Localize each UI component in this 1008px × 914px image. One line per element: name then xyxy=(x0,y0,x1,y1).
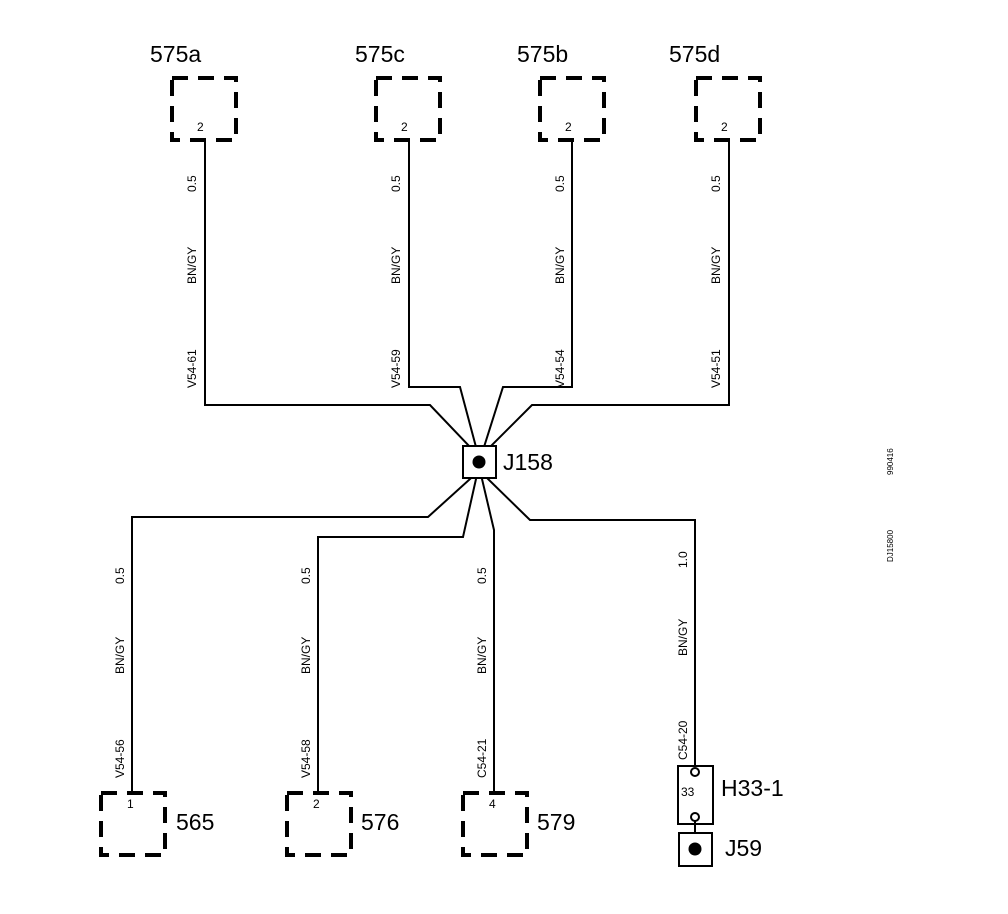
pin-number-575c: 2 xyxy=(401,120,408,134)
component-575b: 575b 2 0.5 BN/GY V54-54 xyxy=(517,41,606,388)
wire-size-576: 0.5 xyxy=(299,567,313,584)
component-575d: 575d 2 0.5 BN/GY V54-51 xyxy=(669,41,762,388)
wire-color-576: BN/GY xyxy=(299,637,313,674)
wire-circuit-579: C54-21 xyxy=(475,738,489,778)
wire-color-575d: BN/GY xyxy=(709,247,723,284)
connector-box-575d xyxy=(694,76,762,142)
wire-j158-to-576 xyxy=(317,477,478,796)
component-575c: 575c 2 0.5 BN/GY V54-59 xyxy=(355,41,442,388)
wire-size-575d: 0.5 xyxy=(709,175,723,192)
ground-label-j59: J59 xyxy=(725,835,762,861)
pin-number-575a: 2 xyxy=(197,120,204,134)
wire-size-575a: 0.5 xyxy=(185,175,199,192)
connector-pin-bottom-h33-1 xyxy=(690,812,700,822)
pin-number-576: 2 xyxy=(313,797,320,811)
wire-color-579: BN/GY xyxy=(475,637,489,674)
wire-j158-to-565 xyxy=(131,477,472,796)
component-576: 2 576 0.5 BN/GY V54-58 xyxy=(285,567,399,857)
wire-575b-to-j158 xyxy=(482,139,573,449)
splice-label-j158: J158 xyxy=(503,449,553,475)
wire-575c-to-j158 xyxy=(408,139,478,449)
component-label-565: 565 xyxy=(176,809,214,835)
wire-color-575c: BN/GY xyxy=(389,247,403,284)
wire-color-h33: BN/GY xyxy=(676,619,690,656)
connector-box-565 xyxy=(99,791,167,857)
wire-circuit-575b: V54-54 xyxy=(553,349,567,388)
connector-box-576 xyxy=(285,791,353,857)
connector-pin-top-h33-1 xyxy=(690,767,700,777)
connector-box-575c xyxy=(374,76,442,142)
wire-circuit-h33: C54-20 xyxy=(676,720,690,760)
wire-size-575b: 0.5 xyxy=(553,175,567,192)
pin-number-h33-1: 33 xyxy=(681,785,695,799)
wire-j158-to-h33 xyxy=(486,477,696,766)
ground-branch: 1.0 BN/GY C54-20 33 H33-1 J59 xyxy=(676,551,784,867)
wire-575a-to-j158 xyxy=(204,139,472,449)
wire-circuit-576: V54-58 xyxy=(299,739,313,778)
component-579: 4 579 0.5 BN/GY C54-21 xyxy=(461,567,575,857)
ground-dot-j59 xyxy=(688,842,702,856)
wire-size-575c: 0.5 xyxy=(389,175,403,192)
connector-box-579 xyxy=(461,791,529,857)
component-label-575a: 575a xyxy=(150,41,201,67)
side-code-1: 990416 xyxy=(886,448,895,475)
component-label-575c: 575c xyxy=(355,41,405,67)
wire-color-575b: BN/GY xyxy=(553,247,567,284)
splice-j158: J158 xyxy=(462,445,553,479)
splice-dot-j158 xyxy=(472,455,486,469)
wire-circuit-565: V54-56 xyxy=(113,739,127,778)
component-label-575b: 575b xyxy=(517,41,568,67)
connector-label-h33-1: H33-1 xyxy=(721,775,784,801)
wire-j158-to-579 xyxy=(480,477,495,796)
wire-size-565: 0.5 xyxy=(113,567,127,584)
pin-number-579: 4 xyxy=(489,797,496,811)
wire-575d-to-j158 xyxy=(488,139,730,449)
wire-color-565: BN/GY xyxy=(113,637,127,674)
component-label-576: 576 xyxy=(361,809,399,835)
wire-color-575a: BN/GY xyxy=(185,247,199,284)
pin-number-575b: 2 xyxy=(565,120,572,134)
wire-size-h33: 1.0 xyxy=(676,551,690,568)
component-label-579: 579 xyxy=(537,809,575,835)
wire-circuit-575d: V54-51 xyxy=(709,349,723,388)
component-label-575d: 575d xyxy=(669,41,720,67)
wire-circuit-575a: V54-61 xyxy=(185,349,199,388)
pin-number-575d: 2 xyxy=(721,120,728,134)
wire-size-579: 0.5 xyxy=(475,567,489,584)
side-code-2: DJ15800 xyxy=(886,529,895,562)
connector-box-575a xyxy=(170,76,238,142)
component-565: 1 565 0.5 BN/GY V54-56 xyxy=(99,567,214,857)
component-575a: 575a 2 0.5 BN/GY V54-61 xyxy=(150,41,238,388)
pin-number-565: 1 xyxy=(127,797,134,811)
wire-circuit-575c: V54-59 xyxy=(389,349,403,388)
connector-box-575b xyxy=(538,76,606,142)
